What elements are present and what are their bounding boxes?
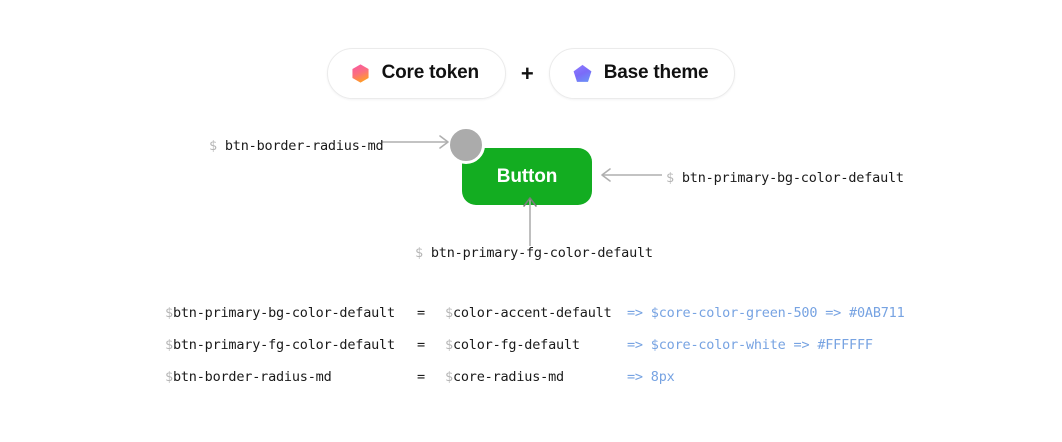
annotation-token: btn-primary-bg-color-default: [681, 170, 904, 186]
table-row: $btn-primary-fg-color-default = $color-f…: [165, 337, 905, 369]
token-name: btn-border-radius-md: [172, 369, 332, 385]
resolved-value: #0AB711: [849, 305, 905, 321]
pill-base-theme-label: Base theme: [603, 62, 709, 83]
preview-button[interactable]: Button: [462, 148, 592, 205]
arrow-token: =>: [627, 369, 643, 385]
sigil: $: [445, 305, 453, 321]
annotation-bg-color: $ btn-primary-bg-color-default: [666, 170, 904, 186]
pill-core-token[interactable]: Core token: [326, 48, 506, 99]
arrow-up-icon: [523, 197, 537, 246]
hexagon-icon: [352, 63, 369, 83]
annotation-token: btn-border-radius-md: [224, 138, 384, 154]
token-name: btn-primary-fg-color-default: [172, 337, 395, 353]
token-resolution-table: $btn-primary-bg-color-default = $color-a…: [165, 305, 905, 401]
alias-name: core-radius-md: [452, 369, 564, 385]
arrow-token: =>: [825, 305, 842, 321]
annotation-sigil: $: [209, 138, 217, 154]
resolution-cell: => $core-color-green-500 => #0AB711: [627, 305, 905, 321]
pill-base-theme[interactable]: Base theme: [548, 48, 736, 99]
annotation-token: btn-primary-fg-color-default: [430, 245, 653, 261]
alias-name: color-fg-default: [452, 337, 580, 353]
core-token: core-color-green-500: [658, 305, 818, 321]
alias-cell: $color-fg-default: [445, 337, 627, 353]
sigil: $: [165, 305, 173, 321]
resolved-value: #FFFFFF: [817, 337, 873, 353]
annotation-border-radius: $ btn-border-radius-md: [209, 138, 384, 154]
core-token: core-color-white: [658, 337, 786, 353]
equals-cell: =: [417, 369, 425, 385]
preview-button-label: Button: [496, 165, 558, 187]
alias-cell: $color-accent-default: [445, 305, 627, 321]
sigil: $: [445, 337, 453, 353]
sigil: $: [445, 369, 453, 385]
equals-cell: =: [417, 305, 425, 321]
token-name-cell: $btn-border-radius-md: [165, 369, 417, 385]
token-name-cell: $btn-primary-bg-color-default: [165, 305, 417, 321]
annotation-sigil: $: [415, 245, 423, 261]
alias-name: color-accent-default: [452, 305, 612, 321]
border-radius-handle-icon: [447, 126, 485, 164]
pill-core-token-label: Core token: [381, 62, 479, 83]
sigil: $: [650, 337, 659, 353]
resolution-cell: => 8px: [627, 369, 675, 385]
sigil: $: [650, 305, 659, 321]
arrow-token: =>: [627, 305, 643, 321]
resolution-cell: => $core-color-white => #FFFFFF: [627, 337, 873, 353]
token-name-cell: $btn-primary-fg-color-default: [165, 337, 417, 353]
alias-cell: $core-radius-md: [445, 369, 627, 385]
pentagon-icon: [573, 64, 592, 82]
annotation-fg-color: $ btn-primary-fg-color-default: [415, 245, 653, 261]
sigil: $: [165, 337, 173, 353]
legend-pill-row: Core token + Base theme: [0, 48, 1062, 99]
token-name: btn-primary-bg-color-default: [172, 305, 395, 321]
annotation-sigil: $: [666, 170, 674, 186]
equals-cell: =: [417, 337, 425, 353]
sigil: $: [165, 369, 173, 385]
arrow-token: =>: [627, 337, 643, 353]
arrow-left-icon: [601, 168, 662, 182]
resolved-value: 8px: [650, 369, 675, 385]
table-row: $btn-border-radius-md = $core-radius-md …: [165, 369, 905, 401]
pill-separator-plus: +: [520, 60, 534, 86]
arrow-right-icon: [382, 135, 449, 149]
table-row: $btn-primary-bg-color-default = $color-a…: [165, 305, 905, 337]
arrow-token: =>: [793, 337, 810, 353]
